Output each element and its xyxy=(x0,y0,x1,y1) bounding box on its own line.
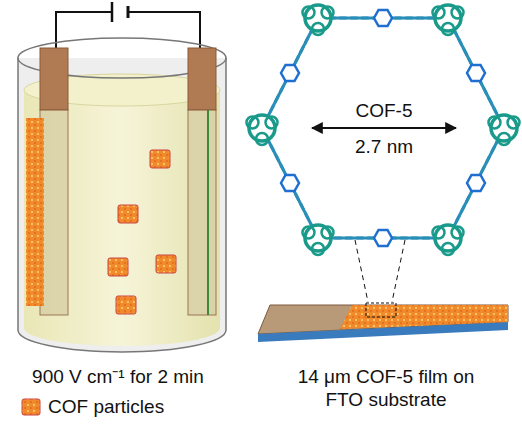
legend-icon xyxy=(20,397,42,417)
legend-text: COF particles xyxy=(48,396,164,419)
text-label: 900 V cm⁻¹ for 2 min xyxy=(0,366,236,389)
text-label: COF-5 xyxy=(356,100,413,123)
legend-row: COF particles xyxy=(20,396,164,419)
text-label: 14 μm COF-5 film on FTO substrate xyxy=(293,366,479,412)
text-label: 2.7 nm xyxy=(355,136,413,159)
